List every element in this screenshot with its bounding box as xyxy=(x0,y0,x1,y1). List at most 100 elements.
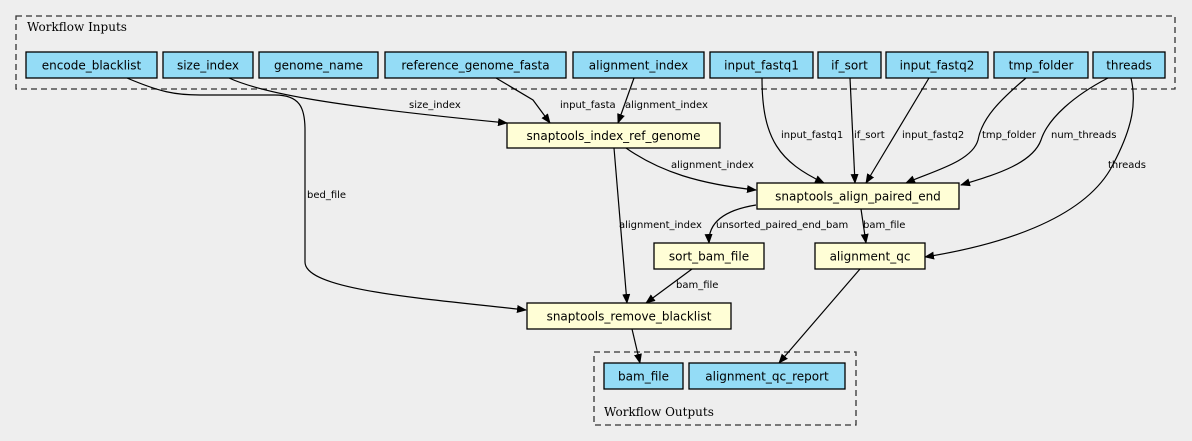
edge-tmp-folder-to-snaptools-align-paired-end: tmp_folder xyxy=(905,77,1037,184)
edge-arrow xyxy=(860,208,869,244)
edge-alignment-index-to-snaptools-index-ref-genome: alignment_index xyxy=(617,77,708,124)
step-node-snaptools-index-ref-genome[interactable]: snaptools_index_ref_genome xyxy=(506,122,721,149)
node-label: threads xyxy=(1106,59,1152,73)
edge-arrow xyxy=(761,77,825,184)
edge-snaptools-align-paired-end-to-sort-bam-file: unsorted_paired_end_bam xyxy=(704,204,848,244)
workflow-inputs-label: Workflow Inputs xyxy=(27,20,127,34)
node-label: if_sort xyxy=(831,59,868,73)
edge-snaptools-index-ref-genome-to-snaptools-remove-blacklist: alignment_index xyxy=(613,147,702,304)
node-label: tmp_folder xyxy=(1009,59,1074,73)
edge-input-fastq1-to-snaptools-align-paired-end: input_fastq1 xyxy=(761,77,843,184)
node-label: alignment_index xyxy=(589,59,688,73)
edge-alignment-qc-to-alignment-qc-report xyxy=(778,268,861,364)
node-box xyxy=(756,182,960,210)
node-box xyxy=(162,51,254,79)
edge-label: alignment_index xyxy=(671,160,754,171)
edge-label: tmp_folder xyxy=(982,130,1037,141)
edge-input-fastq2-to-snaptools-align-paired-end: input_fastq2 xyxy=(865,77,964,184)
edge-label: bam_file xyxy=(676,280,718,291)
input-node-threads[interactable]: threads xyxy=(1092,51,1166,79)
edge-label: input_fasta xyxy=(560,100,616,111)
node-box xyxy=(506,122,721,149)
edge-arrow xyxy=(126,77,527,313)
node-box xyxy=(25,51,158,79)
node-box xyxy=(885,51,989,79)
edge-label: bed_file xyxy=(307,190,346,201)
node-label: encode_blacklist xyxy=(42,59,142,73)
node-box xyxy=(993,51,1089,79)
node-box xyxy=(709,51,814,79)
step-node-alignment-qc[interactable]: alignment_qc xyxy=(814,242,926,270)
edge-threads-to-snaptools-align-paired-end: num_threads xyxy=(960,77,1116,187)
edge-label: alignment_index xyxy=(619,220,702,231)
edge-label: unsorted_paired_end_bam xyxy=(716,220,848,231)
node-label: sort_bam_file xyxy=(669,250,749,264)
node-box xyxy=(526,302,732,330)
edge-label: bam_file xyxy=(863,220,905,231)
input-node-alignment-index[interactable]: alignment_index xyxy=(572,51,705,79)
edge-arrow xyxy=(228,77,508,127)
node-box xyxy=(814,242,926,270)
input-node-size-index[interactable]: size_index xyxy=(162,51,254,79)
edge-arrow xyxy=(631,328,642,364)
node-label: input_fastq1 xyxy=(724,59,799,73)
input-node-tmp-folder[interactable]: tmp_folder xyxy=(993,51,1089,79)
node-label: alignment_qc xyxy=(830,250,911,264)
node-box xyxy=(688,362,846,390)
edge-snaptools-index-ref-genome-to-snaptools-align-paired-end: alignment_index xyxy=(625,147,757,194)
node-label: alignment_qc_report xyxy=(705,370,829,384)
node-box xyxy=(817,51,882,79)
edge-arrow xyxy=(865,77,930,184)
node-box xyxy=(384,51,567,79)
edge-arrow xyxy=(495,77,551,124)
edge-arrow xyxy=(704,204,757,244)
edge-encode-blacklist-to-snaptools-remove-blacklist: bed_file xyxy=(126,77,527,313)
edge-label: if_sort xyxy=(854,130,885,141)
node-label: snaptools_align_paired_end xyxy=(775,190,941,204)
node-label: input_fastq2 xyxy=(900,59,975,73)
node-label: genome_name xyxy=(274,59,363,73)
step-node-snaptools-align-paired-end[interactable]: snaptools_align_paired_end xyxy=(756,182,960,210)
node-box xyxy=(258,51,379,79)
edge-label: num_threads xyxy=(1051,130,1116,141)
edge-arrow xyxy=(905,77,1027,184)
input-node-genome-name[interactable]: genome_name xyxy=(258,51,379,79)
node-label: reference_genome_fasta xyxy=(401,59,549,73)
edge-reference-genome-fasta-to-snaptools-index-ref-genome: input_fasta xyxy=(495,77,616,124)
input-node-input-fastq2[interactable]: input_fastq2 xyxy=(885,51,989,79)
edge-label: alignment_index xyxy=(625,100,708,111)
output-node-alignment-qc-report[interactable]: alignment_qc_report xyxy=(688,362,846,390)
step-node-sort-bam-file[interactable]: sort_bam_file xyxy=(653,242,765,270)
workflow-inputs-cluster: Workflow Inputs xyxy=(15,15,1176,90)
node-box xyxy=(1092,51,1166,79)
edge-arrow xyxy=(617,77,635,124)
edge-arrow xyxy=(960,77,1109,187)
input-node-input-fastq1[interactable]: input_fastq1 xyxy=(709,51,814,79)
input-node-if-sort[interactable]: if_sort xyxy=(817,51,882,79)
edge-if-sort-to-snaptools-align-paired-end: if_sort xyxy=(849,77,885,184)
edge-arrow xyxy=(645,268,693,304)
edge-arrow xyxy=(778,268,861,364)
workflow-outputs-label: Workflow Outputs xyxy=(604,405,714,419)
node-label: bam_file xyxy=(618,370,669,384)
workflow-outputs-cluster: Workflow Outputs xyxy=(593,351,857,426)
node-box xyxy=(603,362,684,390)
edge-threads-to-alignment-qc: threads xyxy=(924,77,1146,260)
edge-label: input_fastq2 xyxy=(902,130,964,141)
node-box xyxy=(572,51,705,79)
node-label: snaptools_remove_blacklist xyxy=(547,310,712,324)
edge-arrow xyxy=(625,147,757,194)
input-node-reference-genome-fasta[interactable]: reference_genome_fasta xyxy=(384,51,567,79)
node-label: size_index xyxy=(177,59,239,73)
edge-label: threads xyxy=(1108,160,1146,171)
output-node-bam-file[interactable]: bam_file xyxy=(603,362,684,390)
edge-snaptools-remove-blacklist-to-bam-file xyxy=(631,328,642,364)
edge-size-index-to-snaptools-index-ref-genome: size_index xyxy=(228,77,508,127)
node-box xyxy=(653,242,765,270)
edge-arrow xyxy=(613,147,631,304)
input-node-encode-blacklist[interactable]: encode_blacklist xyxy=(25,51,158,79)
step-node-snaptools-remove-blacklist[interactable]: snaptools_remove_blacklist xyxy=(526,302,732,330)
edge-sort-bam-file-to-snaptools-remove-blacklist: bam_file xyxy=(645,268,718,304)
edge-arrow xyxy=(849,77,859,184)
